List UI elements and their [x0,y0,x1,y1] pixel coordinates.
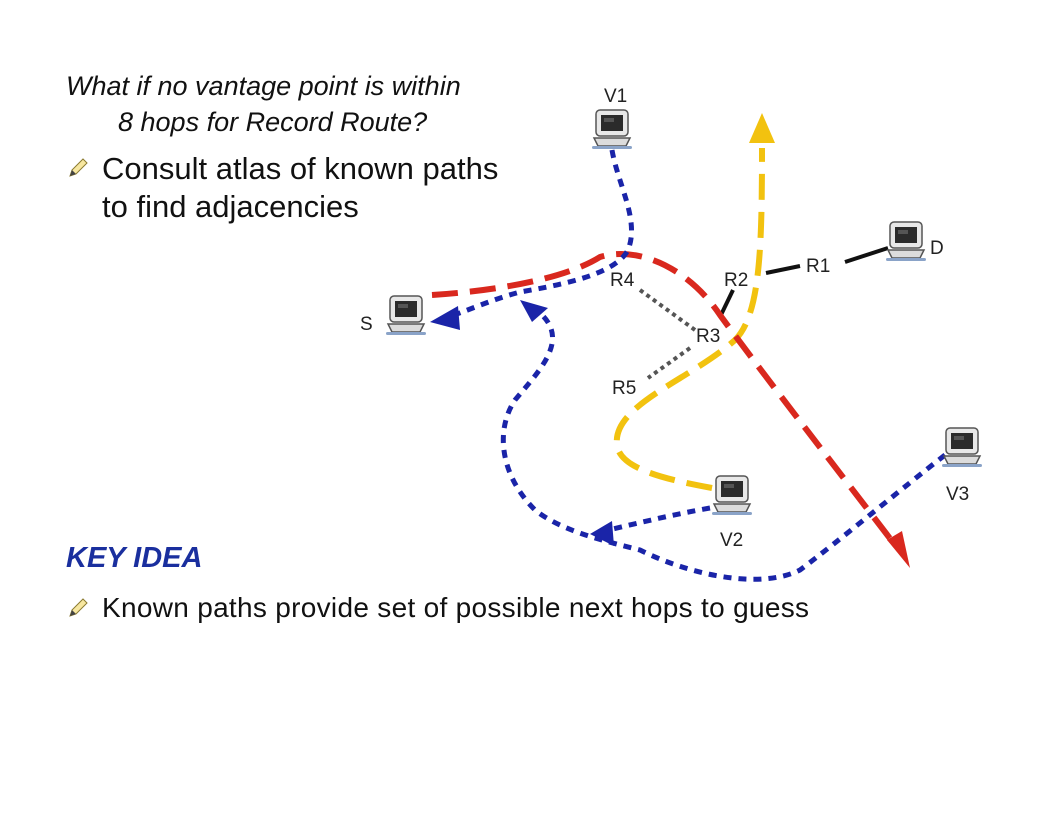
computer-icon [885,221,927,262]
label-s: S [360,314,373,335]
label-r3: R3 [696,326,720,347]
host-v3: V3 [941,427,983,505]
label-r1: R1 [806,256,830,277]
arrow-blue-v2 [590,521,614,546]
question-text: What if no vantage point is within 8 hop… [66,68,586,140]
path-red [431,251,898,547]
label-v1: V1 [604,86,627,107]
host-v1: V1 [591,86,633,150]
arrow-blue-loop [520,300,548,322]
label-d: D [930,238,944,259]
arrow-blue-s [430,306,460,330]
bullet-consult-atlas: Consult atlas of known paths to find adj… [66,150,522,226]
bullet-text-known-paths: Known paths provide set of possible next… [102,592,810,623]
link-d-r1 [844,246,889,264]
bullet-known-paths: Known paths provide set of possible next… [66,592,809,624]
computer-icon [941,427,983,468]
label-r5: R5 [612,378,636,399]
path-blue-loop [500,311,947,582]
path-yellow [613,147,765,491]
arrow-red [887,531,910,568]
pencil-icon [69,598,88,617]
host-v2: V2 [711,475,753,551]
host-s: S [360,295,427,336]
label-r2: R2 [724,270,748,291]
link-r3-r5 [646,346,692,380]
label-v3: V3 [946,484,969,505]
path-blue-v1-s [444,149,634,321]
arrow-yellow [749,113,775,143]
label-v2: V2 [720,530,743,551]
computer-icon [711,475,753,516]
host-d: D [885,221,944,262]
bullet-text-consult: Consult atlas of known paths to find adj… [102,151,499,224]
pencil-icon [69,158,88,177]
question-line-1: What if no vantage point is within [66,71,461,101]
key-idea-heading: KEY IDEA [66,542,203,574]
question-line-2: 8 hops for Record Route? [118,107,428,137]
link-r4-r3 [638,288,697,332]
link-r1-r2 [765,264,801,275]
computer-icon [591,109,633,150]
computer-icon [385,295,427,336]
link-r2-r3 [718,289,735,318]
label-r4: R4 [610,270,635,291]
path-blue-v2 [599,505,711,535]
